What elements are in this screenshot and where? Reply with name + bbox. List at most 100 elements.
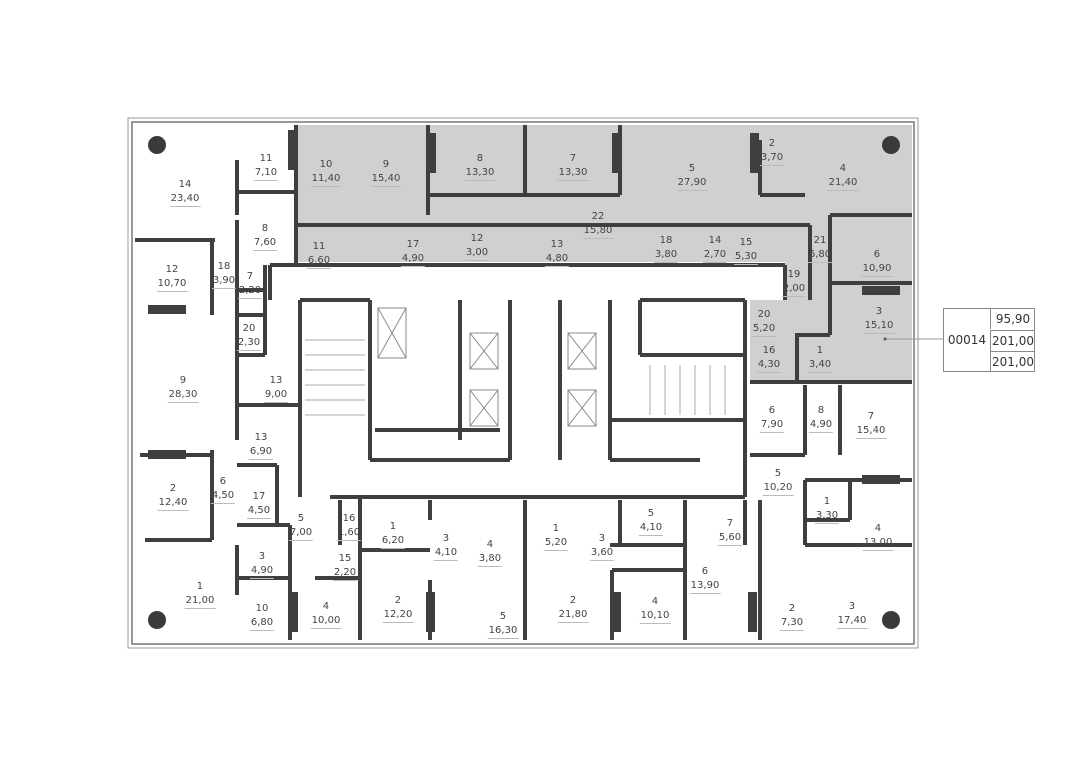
structural-columns — [148, 130, 900, 632]
room-number: 20 — [757, 309, 771, 320]
room-number: 3 — [848, 601, 856, 612]
room-area: 10,70 — [156, 277, 188, 292]
room-area: 4,10 — [433, 546, 459, 561]
room-area: 4,90 — [249, 564, 275, 579]
room-number: 4 — [651, 596, 659, 607]
room-area: 2,20 — [332, 566, 358, 581]
room-area: 10,20 — [762, 481, 794, 496]
room-number: 9 — [179, 375, 187, 386]
room-area: 7,00 — [288, 526, 314, 541]
room-area: 7,90 — [759, 418, 785, 433]
room-number: 7 — [246, 271, 254, 282]
room-number: 6 — [873, 249, 881, 260]
room-area: 3,60 — [589, 546, 615, 561]
room-area: 13,30 — [557, 166, 589, 181]
room-area: 28,30 — [167, 388, 199, 403]
room-area: 4,50 — [210, 489, 236, 504]
room-number: 5 — [688, 163, 696, 174]
room-number: 5 — [647, 508, 655, 519]
room-number: 13 — [254, 432, 268, 443]
facade-line — [131, 121, 915, 645]
room-number: 4 — [486, 539, 494, 550]
room-area: 10,10 — [639, 609, 671, 624]
room-area: 9,00 — [263, 388, 289, 403]
apartment-legend[interactable]: 00014 95,90 201,00 201,00 — [943, 308, 1035, 372]
room-number: 6 — [219, 476, 227, 487]
room-area: 5,20 — [543, 536, 569, 551]
room-number: 15 — [338, 553, 352, 564]
room-area: 15,10 — [863, 319, 895, 334]
room-number: 7 — [867, 411, 875, 422]
room-number: 7 — [569, 153, 577, 164]
room-number: 14 — [708, 235, 722, 246]
room-number: 20 — [242, 323, 256, 334]
room-area: 15,40 — [370, 172, 402, 187]
room-number: 18 — [659, 235, 673, 246]
room-number: 3 — [442, 533, 450, 544]
room-number: 8 — [817, 405, 825, 416]
room-area: 10,90 — [861, 262, 893, 277]
room-number: 3 — [598, 533, 606, 544]
room-number: 10 — [255, 603, 269, 614]
room-area: 5,60 — [717, 531, 743, 546]
room-area: 15,40 — [855, 424, 887, 439]
room-number: 5 — [297, 513, 305, 524]
room-number: 12 — [470, 233, 484, 244]
room-area: 3,70 — [759, 151, 785, 166]
room-number: 2 — [788, 603, 796, 614]
room-area: 4,50 — [246, 504, 272, 519]
room-number: 3 — [875, 306, 883, 317]
legend-total-area-2: 201,00 — [990, 351, 1035, 372]
room-area: 2,00 — [781, 282, 807, 297]
room-number: 2 — [394, 595, 402, 606]
room-area: 3,40 — [807, 358, 833, 373]
room-area: 4,80 — [544, 252, 570, 267]
room-number: 2 — [169, 483, 177, 494]
building-outline — [127, 117, 919, 649]
room-area: 13,30 — [464, 166, 496, 181]
room-number: 13 — [550, 239, 564, 250]
room-area: 6,60 — [306, 254, 332, 269]
room-number: 13 — [269, 375, 283, 386]
room-number: 9 — [382, 159, 390, 170]
room-number: 17 — [252, 491, 266, 502]
room-area: 2,20 — [237, 284, 263, 299]
room-number: 22 — [591, 211, 605, 222]
room-area: 5,20 — [751, 322, 777, 337]
room-area: 6,80 — [807, 248, 833, 263]
legend-total-area: 201,00 — [990, 330, 1035, 351]
room-area: 21,00 — [184, 594, 216, 609]
room-area: 2,70 — [702, 248, 728, 263]
room-number: 5 — [499, 611, 507, 622]
room-number: 1 — [823, 496, 831, 507]
room-area: 17,40 — [836, 614, 868, 629]
room-area: 4,30 — [756, 358, 782, 373]
